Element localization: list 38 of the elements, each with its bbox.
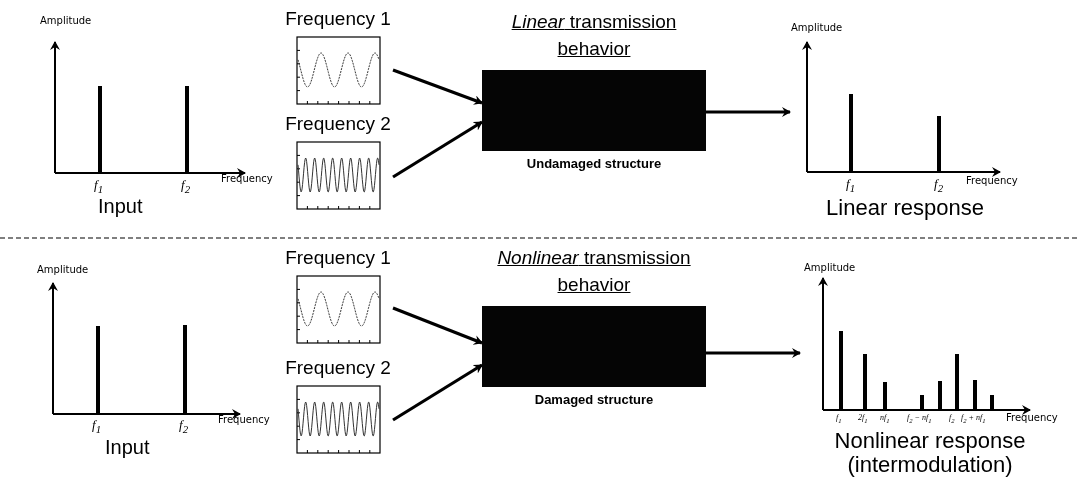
tick-label: f$_{1}$	[94, 178, 104, 196]
chart-caption: Nonlinear response (intermodulation)	[833, 429, 1027, 477]
chart-caption: Input	[105, 436, 150, 458]
arrow	[392, 306, 483, 345]
axis-label: Frequency	[218, 414, 270, 425]
tick-label: f$_{1}$	[92, 418, 102, 436]
arrow	[706, 107, 791, 117]
section-title: Linear transmission behavior	[510, 10, 678, 61]
tick-label: f$_{1}$	[846, 177, 856, 195]
plot-title: Frequency 2	[284, 113, 392, 136]
arrow	[392, 120, 483, 179]
tick-label: 2f$_{1}$	[858, 414, 868, 424]
axis-label: Frequency	[966, 175, 1018, 186]
plot-title: Frequency 2	[284, 357, 392, 380]
axis-label: Amplitude	[804, 262, 856, 273]
arrow	[392, 68, 483, 105]
structure-caption: Undamaged structure	[525, 156, 663, 171]
axis-label: Amplitude	[40, 15, 92, 26]
arrow	[706, 348, 801, 358]
tick-label: f$_{2}$ + nf$_{1}$	[961, 414, 986, 424]
chart-caption: Input	[98, 195, 143, 217]
axis-label: Frequency	[1006, 412, 1058, 423]
arrow	[392, 363, 483, 422]
tick-label: f$_{2}$	[181, 178, 191, 196]
tick-label: f$_{2}$ − nf$_{1}$	[907, 414, 932, 424]
tick-label: f$_{2}$	[179, 418, 189, 436]
tick-label: f$_{2}$	[949, 414, 955, 424]
axis-label: Amplitude	[791, 22, 843, 33]
plot-title: Frequency 1	[284, 247, 392, 270]
chart-caption: Linear response	[825, 196, 985, 220]
tick-label: f$_{2}$	[934, 177, 944, 195]
tick-label: f$_{1}$	[836, 414, 842, 424]
axis-label: Frequency	[221, 173, 273, 184]
axis-label: Amplitude	[37, 264, 89, 275]
tick-label: nf$_{1}$	[880, 414, 890, 424]
plot-title: Frequency 1	[284, 8, 392, 31]
section-title: Nonlinear transmission behavior	[496, 246, 692, 297]
structure-caption: Damaged structure	[533, 392, 655, 407]
